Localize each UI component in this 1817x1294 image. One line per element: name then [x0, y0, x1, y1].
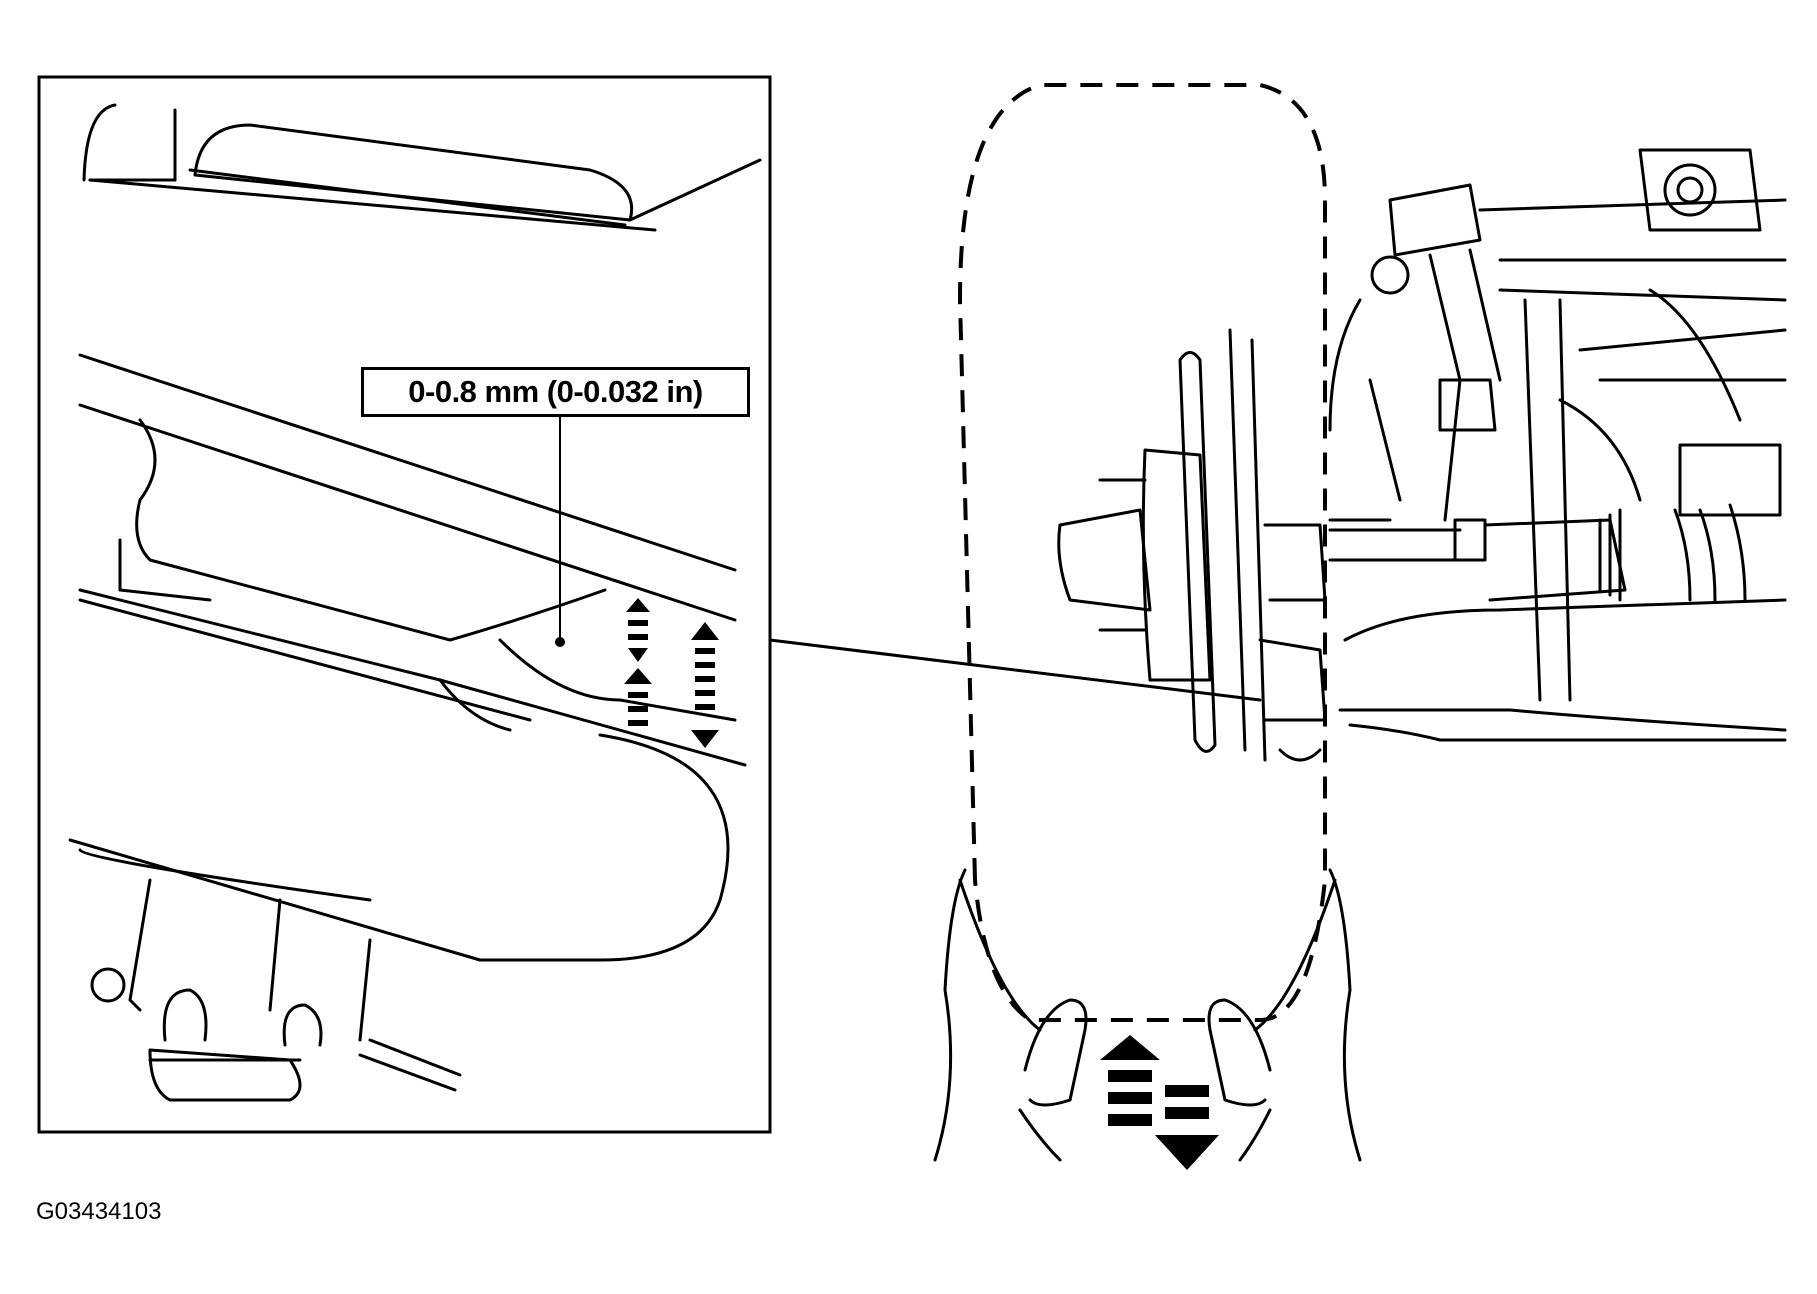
double-arrow-up-down-icon — [624, 598, 719, 748]
detail-inset-frame — [37, 75, 772, 1134]
clearance-callout: 0-0.8 mm (0-0.032 in) — [361, 367, 750, 417]
hands-illustration — [933, 868, 1362, 1162]
hub-brake-assembly — [1057, 148, 1787, 762]
double-arrow-up-down-icon — [1100, 1035, 1219, 1170]
detail-view-ball-joint — [68, 103, 762, 1102]
leader-line — [768, 638, 1262, 702]
figure-id: G03434103 — [36, 1198, 162, 1225]
tire-outline — [957, 83, 1327, 1022]
